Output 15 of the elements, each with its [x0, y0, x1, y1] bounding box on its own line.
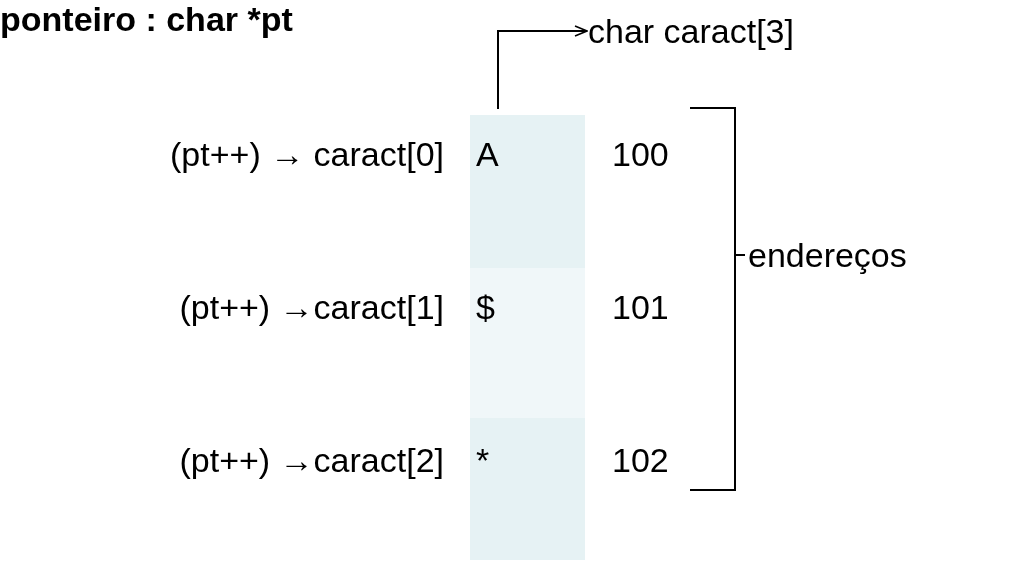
pointer-label: (pt++) →caract[1] [179, 288, 444, 326]
address-label: 100 [612, 135, 669, 173]
memory-cell [470, 268, 585, 418]
pointer-label: (pt++) → caract[0] [170, 135, 444, 173]
cell-value: $ [476, 288, 495, 326]
cell-value: * [476, 441, 490, 479]
memory-array [470, 115, 585, 560]
cell-value: A [476, 135, 499, 173]
array-declaration: char caract[3] [588, 12, 794, 50]
title: ponteiro : char *pt [0, 0, 293, 38]
address-caption: endereços [748, 236, 907, 274]
pointer-label: (pt++) →caract[2] [179, 441, 444, 479]
address-label: 102 [612, 441, 669, 479]
leader-arrow [497, 25, 588, 110]
address-label: 101 [612, 288, 669, 326]
